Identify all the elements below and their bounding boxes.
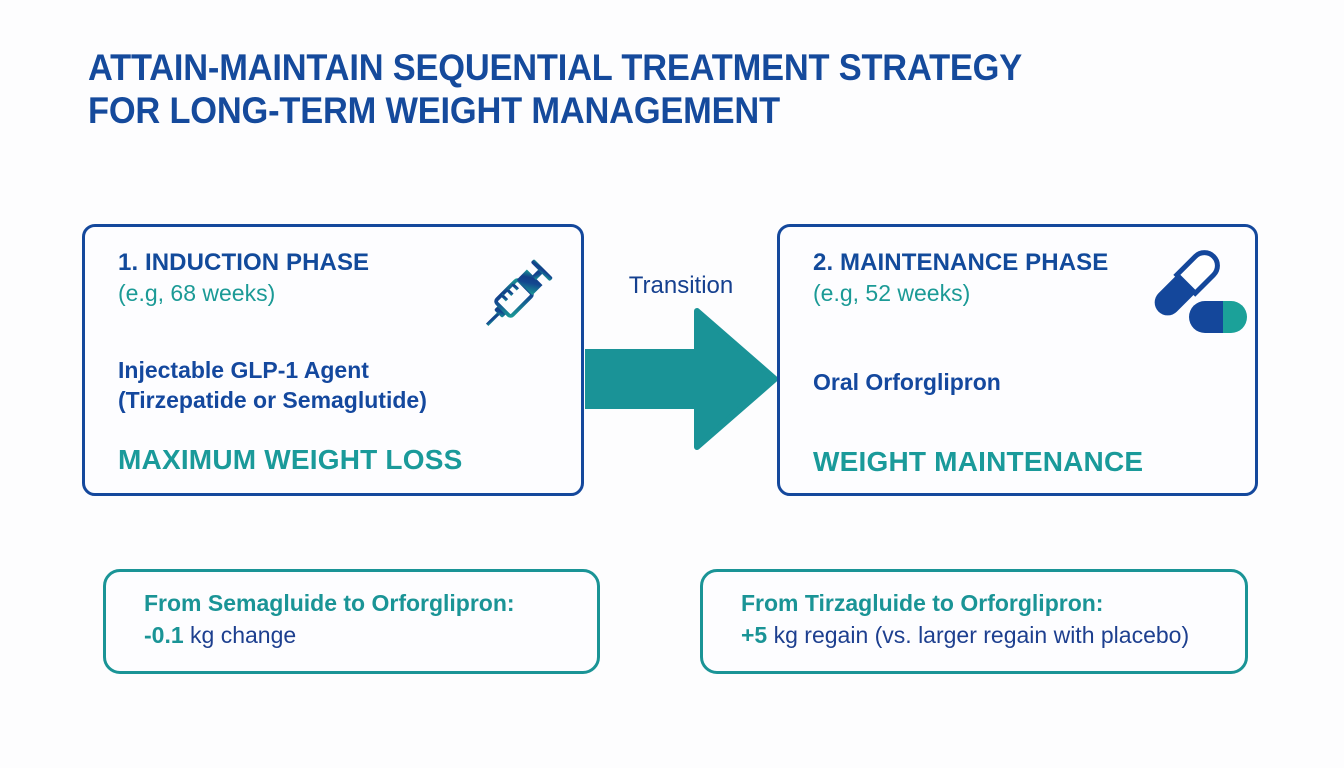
result-title-semaglutide: From Semagluide to Orforglipron: [144, 590, 515, 616]
result-title-tirzepatide: From Tirzagluide to Orforglipron: [741, 590, 1104, 616]
induction-drug-line-2: (Tirzepatide or Semaglutide) [118, 387, 427, 413]
induction-phase-heading: 1. INDUCTION PHASE [118, 249, 370, 276]
result-value-tirzepatide: +5 [741, 622, 768, 648]
page-title: ATTAIN-MAINTAIN SEQUENTIAL TREATMENT STR… [88, 46, 1130, 132]
maintenance-phase-drug: Oral Orforglipron [813, 367, 1001, 397]
title-line-2: FOR LONG-TERM WEIGHT MANAGEMENT [88, 90, 780, 131]
induction-phase-duration: (e.g, 68 weeks) [118, 280, 276, 306]
result-value-semaglutide: -0.1 [144, 622, 184, 648]
result-unit-semaglutide: kg change [183, 622, 297, 648]
maintenance-drug-line-1: Oral Orforglipron [813, 369, 1001, 395]
maintenance-phase-heading: 2. MAINTENANCE PHASE [813, 249, 1109, 276]
maintenance-phase-panel: 2. MAINTENANCE PHASE (e.g, 52 weeks) Ora… [777, 224, 1258, 496]
transition-label: Transition [628, 272, 734, 299]
right-arrow-icon [585, 308, 777, 450]
result-box-tirzepatide: From Tirzagluide to Orforglipron: +5 kg … [700, 569, 1248, 674]
maintenance-phase-outcome: WEIGHT MAINTENANCE [813, 446, 1144, 477]
title-line-1: ATTAIN-MAINTAIN SEQUENTIAL TREATMENT STR… [88, 47, 1023, 88]
induction-phase-panel: 1. INDUCTION PHASE (e.g, 68 weeks) Injec… [82, 224, 584, 496]
induction-phase-drug: Injectable GLP-1 Agent (Tirzepatide or S… [118, 355, 427, 415]
capsule-icon [1154, 250, 1247, 333]
syringe-icon [485, 259, 553, 327]
result-detail-tirzepatide: +5 kg regain (vs. larger regain with pla… [741, 620, 1189, 650]
result-detail-semaglutide: -0.1 kg change [144, 620, 296, 650]
induction-drug-line-1: Injectable GLP-1 Agent [118, 357, 369, 383]
maintenance-phase-duration: (e.g, 52 weeks) [813, 280, 971, 306]
result-box-semaglutide: From Semagluide to Orforglipron: -0.1 kg… [103, 569, 600, 674]
induction-phase-outcome: MAXIMUM WEIGHT LOSS [118, 444, 463, 475]
result-unit-tirzepatide: kg regain (vs. larger regain with placeb… [767, 622, 1190, 648]
